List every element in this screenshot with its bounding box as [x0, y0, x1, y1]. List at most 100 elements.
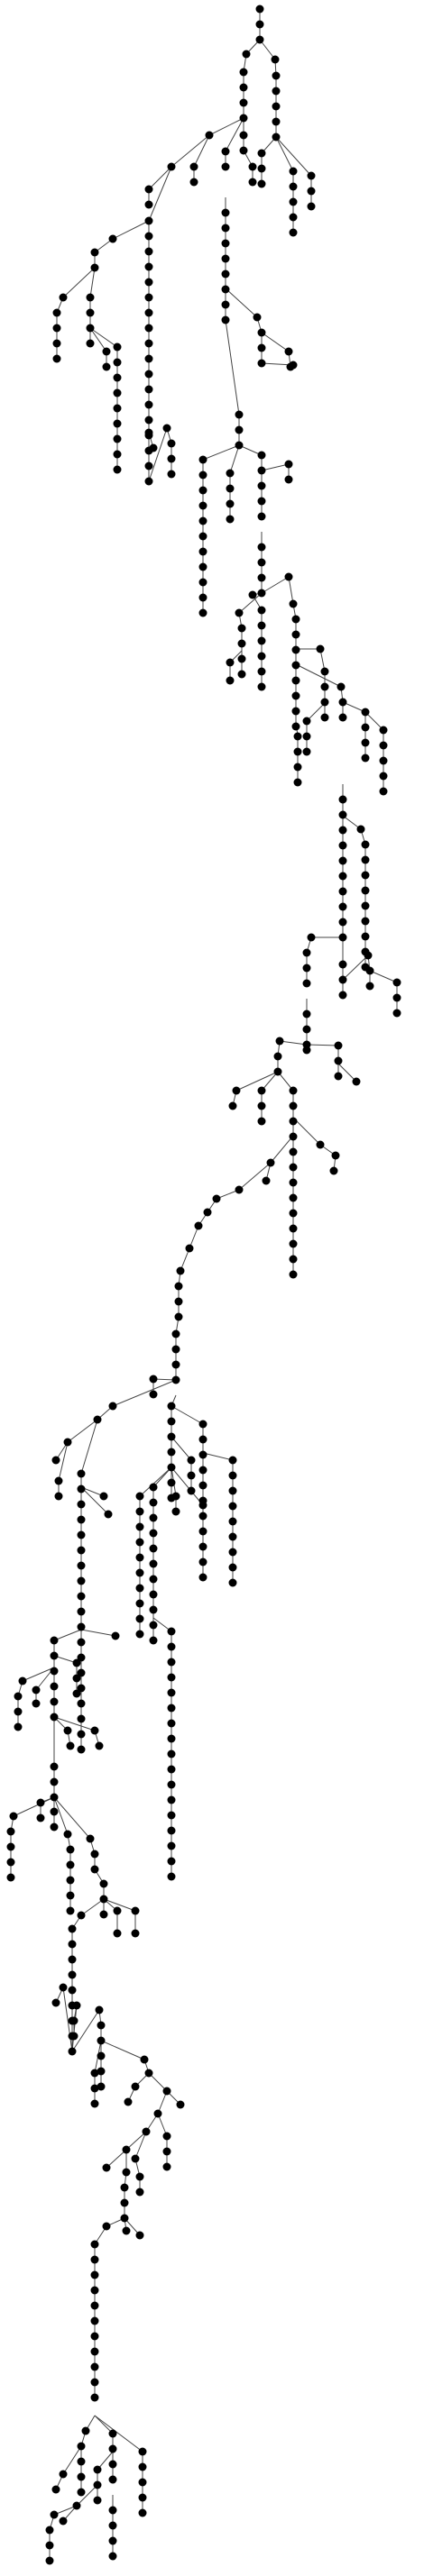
tree-node [255, 35, 264, 44]
tree-node [198, 1573, 207, 1582]
tree-node [167, 1688, 176, 1697]
tree-node [135, 1553, 144, 1562]
tree-node [72, 1689, 81, 1698]
tree-edge [261, 463, 290, 471]
tree-node [102, 2163, 111, 2172]
tree-node [221, 224, 230, 233]
tree-node [228, 1486, 237, 1495]
tree-node [99, 1879, 108, 1888]
tree-node [272, 132, 281, 142]
tree-node [81, 2426, 90, 2435]
tree-edge [261, 1071, 279, 1092]
tree-node [198, 470, 207, 480]
tree-node [51, 1456, 60, 1465]
tree-node [36, 1798, 45, 1807]
tree-node [108, 1402, 117, 1411]
tree-node [50, 1822, 59, 1832]
tree-node [289, 599, 298, 608]
tree-node [90, 2255, 99, 2264]
tree-node [135, 1522, 144, 1531]
tree-node [149, 1498, 158, 1507]
tree-node [52, 308, 61, 317]
tree-node [99, 1492, 108, 1501]
tree-node [54, 1492, 63, 1501]
tree-node [266, 1158, 275, 1167]
tree-node [198, 1481, 207, 1490]
tree-node [66, 1741, 75, 1750]
tree-edge [238, 444, 263, 456]
tree-node [361, 855, 370, 864]
tree-node [162, 2132, 171, 2141]
tree-node [257, 164, 266, 173]
tree-node [120, 2214, 129, 2223]
tree-node [144, 385, 153, 394]
tree-node [90, 2362, 99, 2371]
tree-node [338, 810, 347, 819]
tree-node [144, 400, 153, 409]
tree-node [338, 902, 347, 911]
tree-node [66, 1906, 75, 1915]
tree-node [291, 661, 300, 670]
tree-node [167, 1402, 176, 1411]
tree-node [198, 593, 207, 602]
tree-node [257, 481, 266, 490]
tree-node [272, 117, 281, 126]
tree-node [272, 102, 281, 111]
tree-node [336, 682, 346, 691]
tree-node [50, 1651, 59, 1660]
tree-node [257, 636, 266, 645]
tree-node [257, 621, 266, 630]
tree-node [239, 68, 248, 77]
tree-node [68, 1924, 77, 1933]
tree-node [198, 455, 207, 464]
tree-node [66, 1845, 75, 1854]
tree-node [68, 1970, 77, 1979]
tree-node [144, 278, 153, 287]
tree-node [18, 1676, 27, 1685]
tree-node [36, 1813, 45, 1822]
tree-node [144, 428, 153, 437]
tree-node [302, 747, 311, 756]
tree-node [379, 756, 388, 765]
tree-node [77, 1653, 86, 1662]
tree-edge [275, 136, 312, 177]
tree-node [77, 1484, 86, 1494]
tree-node [120, 2183, 129, 2192]
tree-edge [342, 955, 369, 981]
tree-node [149, 1513, 158, 1522]
tree-nodes [6, 5, 401, 2565]
tree-node [149, 1605, 158, 1614]
tree-node [113, 434, 122, 443]
tree-node [72, 1658, 81, 1667]
tree-node [392, 1009, 401, 1018]
tree-edge [80, 1486, 109, 1515]
tree-edge [89, 267, 96, 298]
tree-node [77, 2457, 86, 2466]
tree-node [253, 313, 262, 322]
tree-node [90, 1850, 99, 1859]
tree-node [187, 1471, 196, 1480]
tree-node [149, 1590, 158, 1599]
tree-edge [62, 267, 96, 298]
tree-edge [306, 702, 326, 722]
tree-node [198, 1501, 207, 1510]
tree-node [361, 886, 370, 895]
tree-node [97, 2021, 106, 2030]
tree-node [237, 639, 246, 648]
tree-node [113, 419, 122, 428]
tree-node [289, 1086, 298, 1095]
tree-node [221, 147, 230, 156]
tree-node [307, 187, 316, 196]
tree-node [171, 1360, 180, 1369]
tree-node [198, 547, 207, 556]
tree-node [86, 1834, 95, 1843]
tree-node [77, 2442, 86, 2451]
tree-node [97, 2082, 106, 2091]
tree-node [293, 747, 302, 756]
tree-node [131, 1929, 140, 1938]
tree-node [289, 1163, 298, 1172]
tree-node [273, 1052, 282, 1061]
tree-node [198, 1466, 207, 1475]
tree-node [167, 470, 176, 479]
tree-node [257, 652, 266, 661]
